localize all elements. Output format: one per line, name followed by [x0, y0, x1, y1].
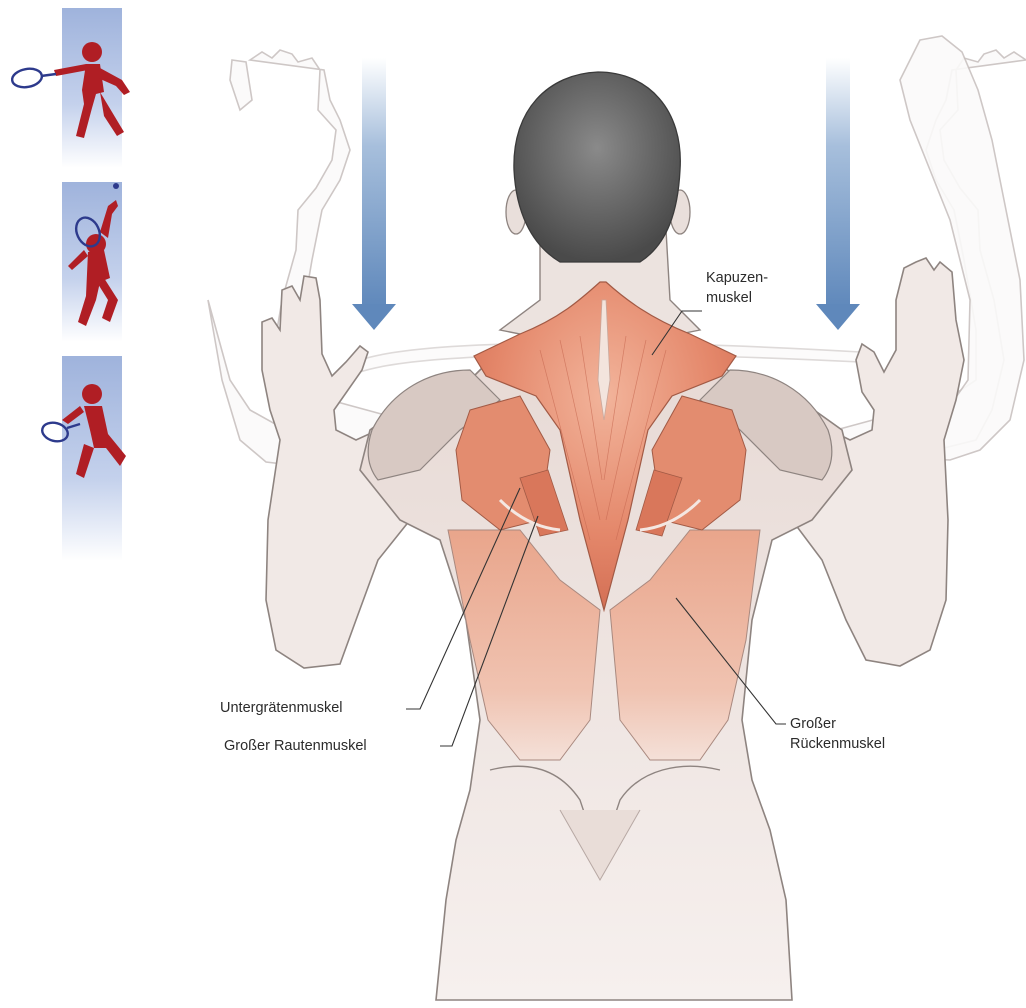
- trapezius-label-line1: Kapuzen-: [706, 268, 768, 288]
- torso: [360, 72, 852, 1000]
- trapezius-label-line2: muskel: [706, 288, 768, 308]
- latissimus-label: Großer Rückenmuskel: [790, 714, 885, 754]
- downward-arrow-right: [816, 58, 860, 330]
- trapezius-label: Kapuzen- muskel: [706, 268, 768, 308]
- downward-arrow-left: [352, 58, 396, 330]
- latissimus-label-line2: Rückenmuskel: [790, 734, 885, 754]
- sidebar: [11, 8, 130, 561]
- head-hair: [514, 72, 680, 262]
- infraspinatus-label: Untergrätenmuskel: [220, 698, 343, 718]
- rhomboid-label: Großer Rautenmuskel: [224, 736, 367, 756]
- latissimus-label-line1: Großer: [790, 714, 885, 734]
